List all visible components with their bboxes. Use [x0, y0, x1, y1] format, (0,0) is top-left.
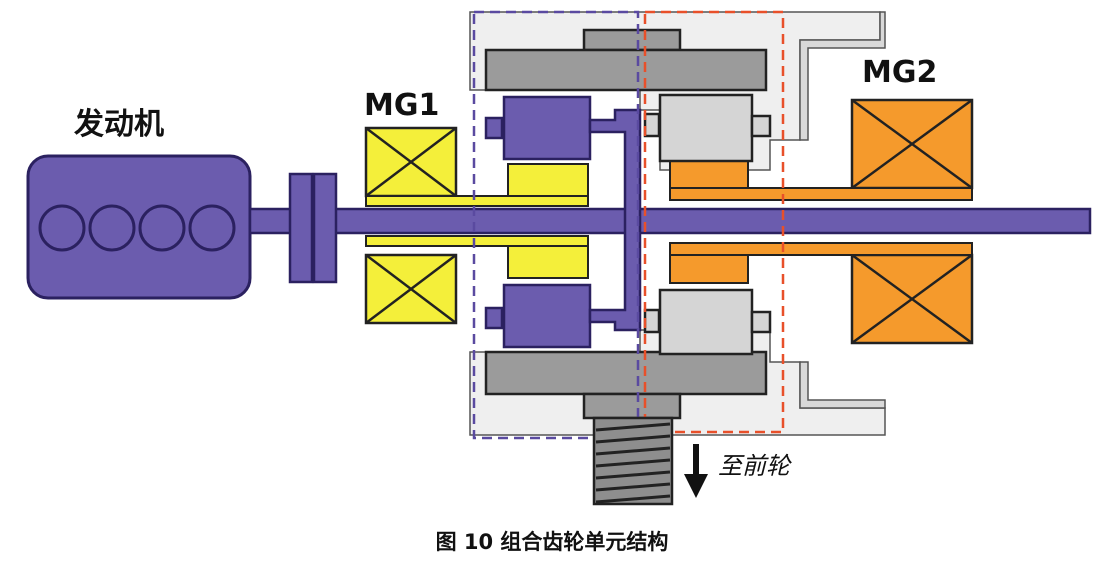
power-split-planetary: [484, 95, 642, 349]
engine-label: 发动机: [73, 107, 164, 142]
output-counter-gear: [592, 416, 674, 506]
power-split-region-outline: [472, 10, 640, 440]
damper-right: [312, 172, 338, 284]
reduction-region-outline: [643, 10, 785, 434]
cylinder-2: [88, 204, 136, 252]
to-front-wheels-label: 至前轮: [718, 452, 792, 480]
mg2-rotor: [669, 159, 973, 284]
damper-left: [288, 172, 314, 284]
mg1-label: MG1: [364, 88, 439, 123]
mg1-rotor: [365, 163, 589, 279]
mg2-stator-upper: [850, 98, 974, 190]
figure-caption: 图 10 组合齿轮单元结构: [436, 530, 669, 554]
cylinder-1: [38, 204, 86, 252]
cylinder-4: [188, 204, 236, 252]
mg2-label: MG2: [862, 55, 937, 90]
engine-cylinders: [38, 204, 236, 252]
ring-gear: [484, 28, 768, 420]
mg2-stator-lower: [850, 253, 974, 345]
down-arrow-icon: [684, 444, 708, 498]
mg1-stator-lower: [364, 253, 458, 325]
cylinder-3: [138, 204, 186, 252]
mg1-stator-upper: [364, 126, 458, 198]
reduction-planetary: [643, 93, 772, 356]
input-shaft: [248, 207, 1092, 235]
